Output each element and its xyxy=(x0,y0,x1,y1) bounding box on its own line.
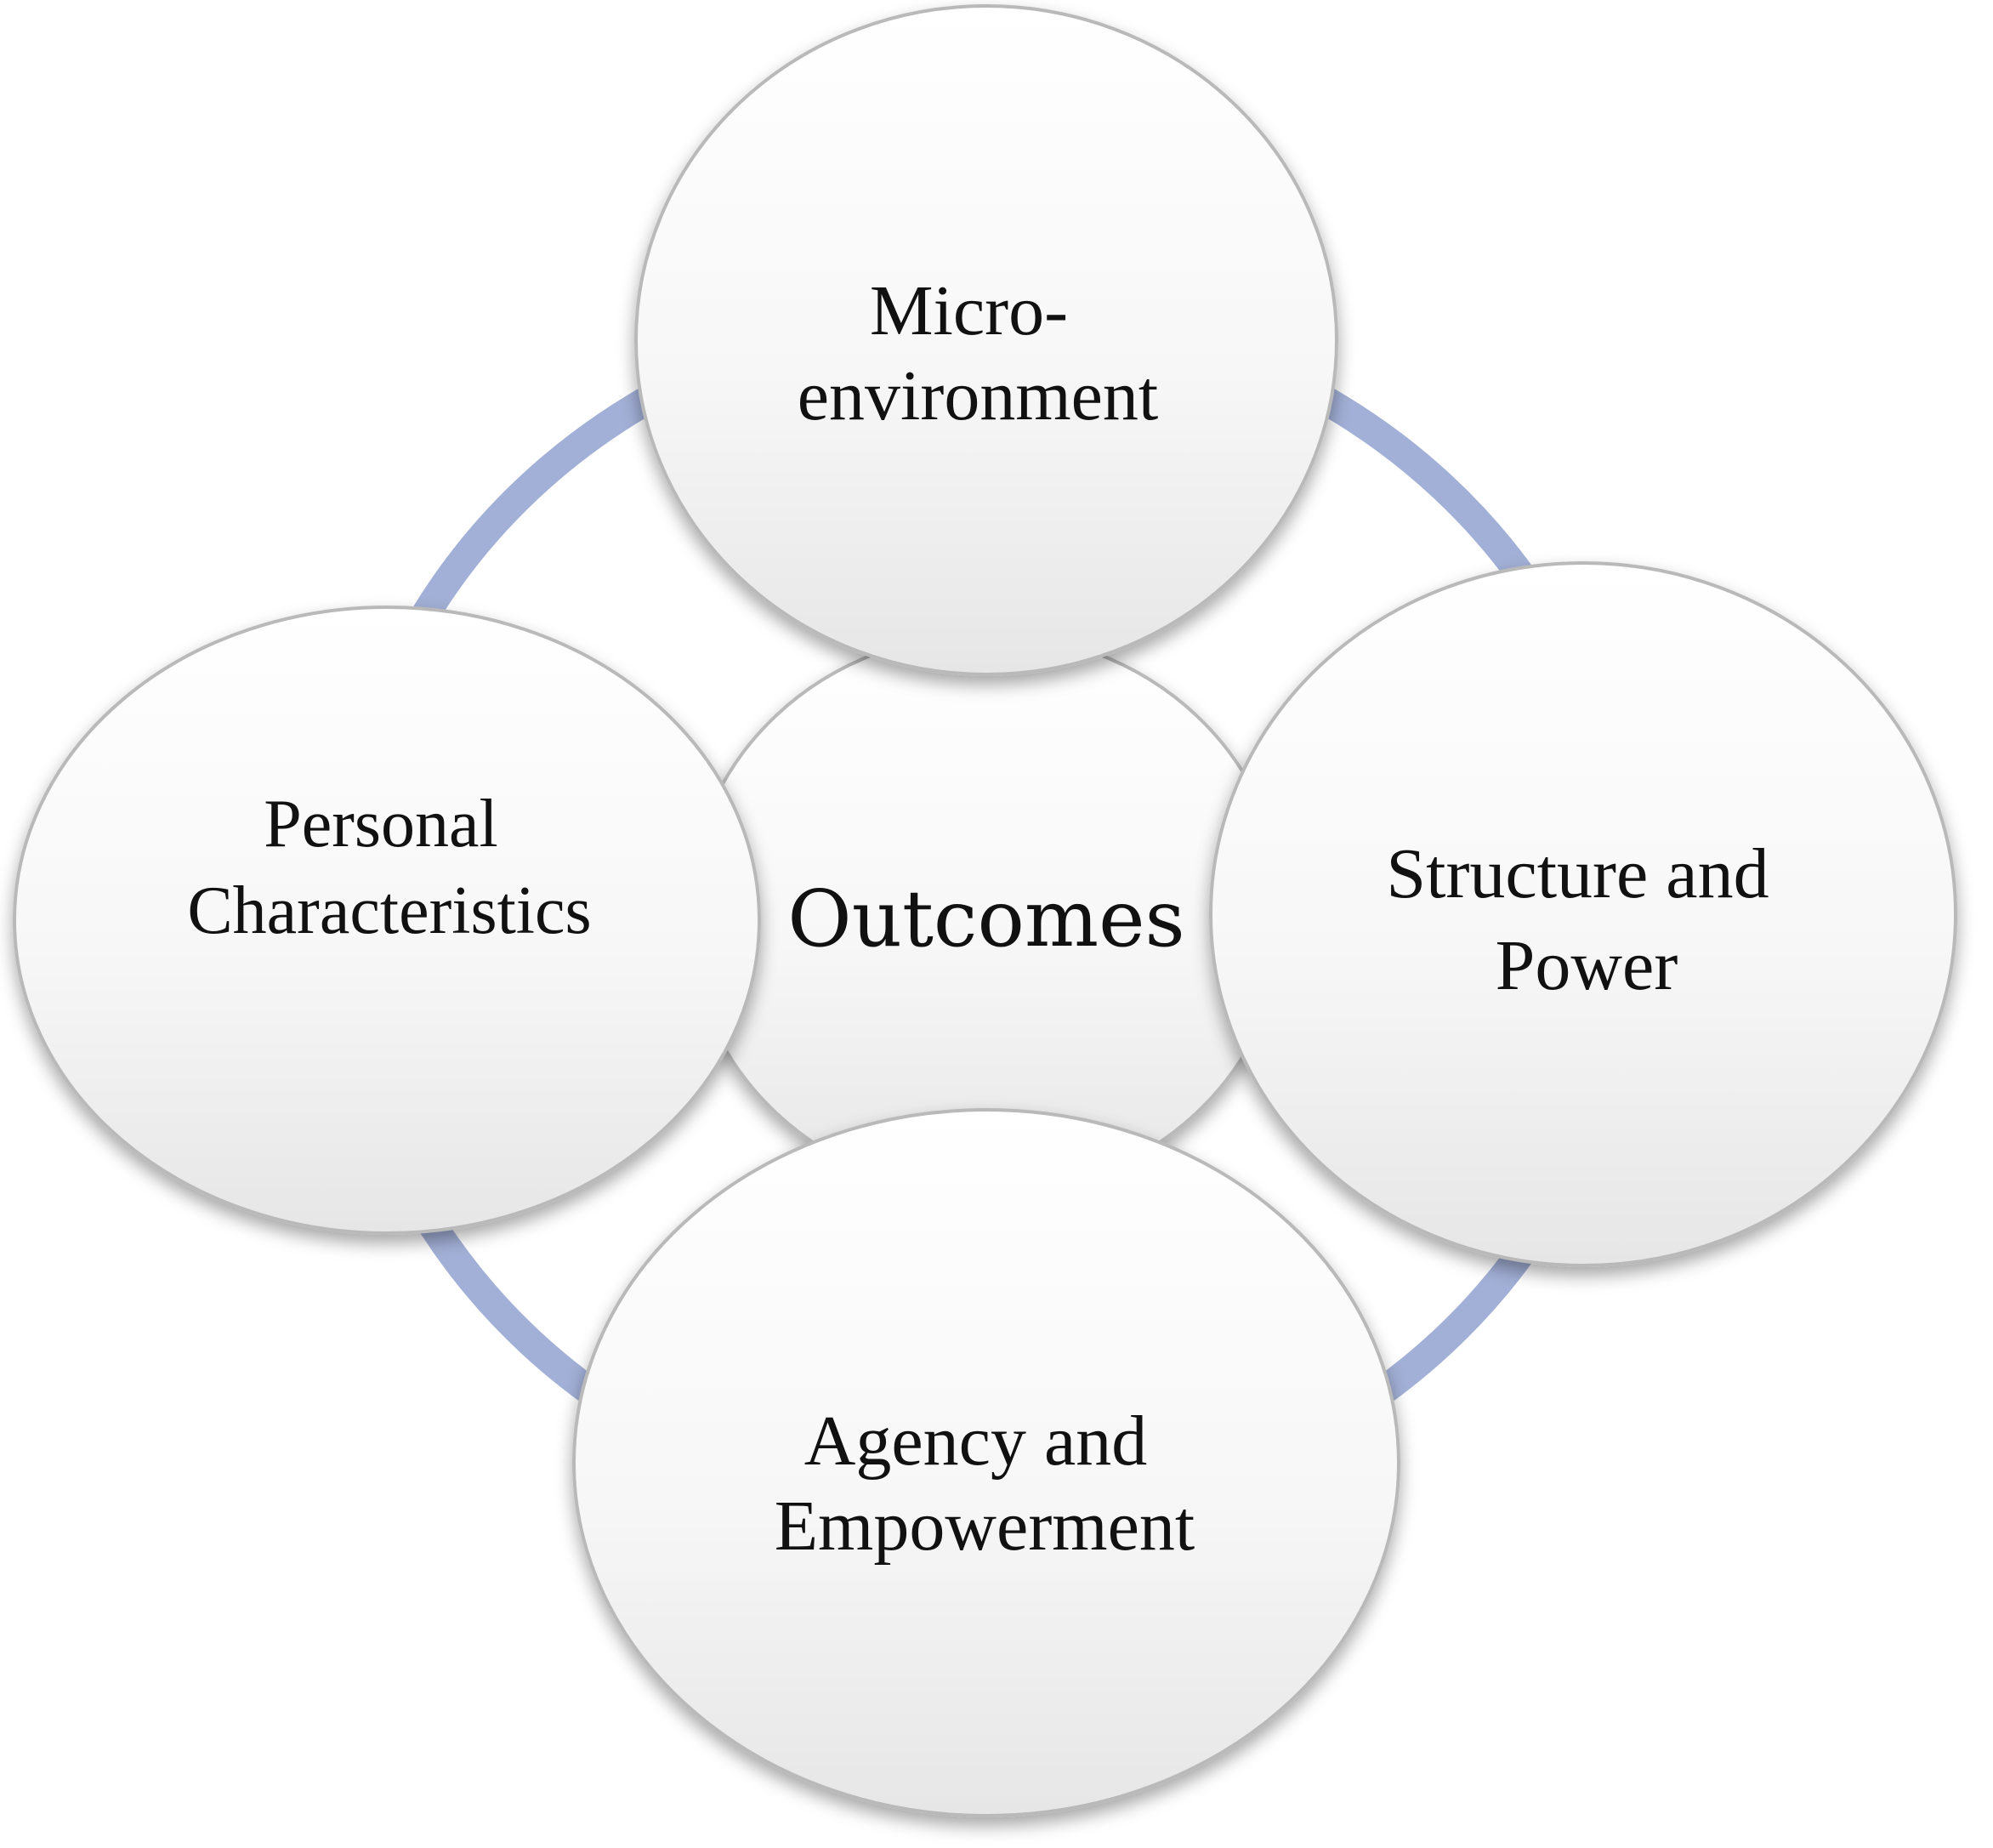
center-node: Outcomes xyxy=(687,632,1286,1197)
node-structure-and-power: Structure and Power xyxy=(1209,561,1957,1267)
node-agency-and-empowerment-line-1: Agency and xyxy=(804,1402,1148,1481)
svg-text:Structure and Power: Structure and Power xyxy=(1386,834,1786,1005)
node-personal-characteristics-line-2: Characteristics xyxy=(187,873,591,948)
node-structure-and-power-line-1: Structure and xyxy=(1386,834,1769,913)
node-micro-environment: Micro- environment xyxy=(634,4,1338,676)
node-micro-environment-line-1: Micro- xyxy=(870,271,1068,350)
node-agency-and-empowerment-line-2: Empowerment xyxy=(775,1487,1195,1566)
node-micro-environment-line-2: environment xyxy=(798,356,1159,435)
node-personal-characteristics-line-1: Personal xyxy=(264,787,498,861)
svg-text:Personal Characteristics: Personal Characteristics xyxy=(187,787,591,948)
svg-text:Micro- environment: Micro- environment xyxy=(798,271,1159,435)
svg-text:Agency and Empowerment: Agency and Empowerment xyxy=(775,1402,1195,1566)
node-personal-characteristics: Personal Characteristics xyxy=(13,606,761,1235)
node-agency-and-empowerment: Agency and Empowerment xyxy=(572,1108,1400,1817)
node-structure-and-power-line-2: Power xyxy=(1496,926,1678,1005)
center-label: Outcomes xyxy=(787,873,1184,964)
